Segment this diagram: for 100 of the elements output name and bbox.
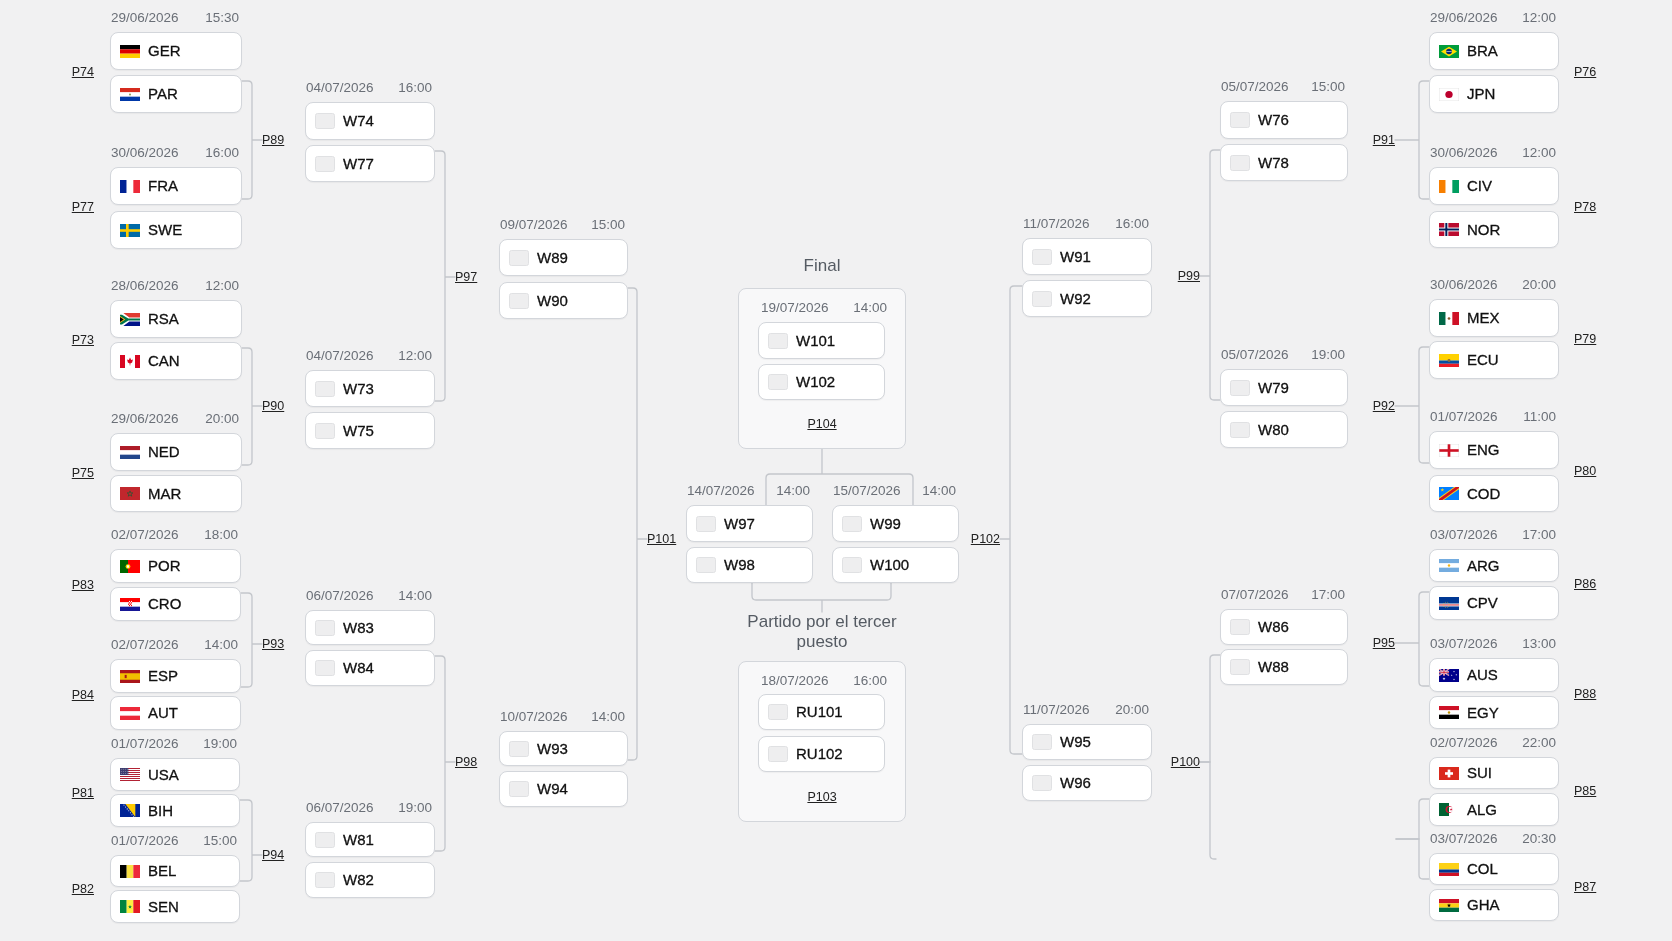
match-time: 19:00 — [1311, 347, 1345, 363]
round-heading: Partido por el tercer puesto — [746, 612, 898, 652]
match-time: 16:00 — [1115, 216, 1149, 232]
match-time: 12:00 — [1522, 145, 1556, 161]
match-date: 02/07/2026 — [111, 527, 179, 543]
match-date: 05/07/2026 — [1221, 79, 1289, 95]
match-time: 14:00 — [853, 300, 887, 316]
slot-label: W95 — [1060, 733, 1091, 751]
team-slot — [1429, 75, 1559, 113]
team-slot — [1022, 280, 1152, 317]
match-date: 03/07/2026 — [1430, 636, 1498, 652]
match-time: 14:00 — [776, 483, 810, 499]
match-time: 15:30 — [205, 10, 239, 26]
bracket-line — [765, 448, 914, 506]
team-slot — [1429, 793, 1559, 826]
team-code: NED — [148, 443, 180, 461]
team-code: USA — [148, 765, 179, 784]
match-date: 11/07/2026 — [1023, 702, 1090, 718]
team-code: RSA — [148, 310, 179, 328]
slot-label: RU102 — [796, 745, 843, 763]
team-slot — [305, 610, 435, 645]
team-slot — [686, 505, 813, 542]
match-link: P93 — [262, 636, 285, 652]
match-date: 30/06/2026 — [1430, 277, 1498, 293]
match-date: 01/07/2026 — [1430, 409, 1498, 425]
match-time: 13:00 — [1522, 636, 1556, 652]
bracket-line — [1394, 80, 1430, 200]
team-slot — [758, 364, 885, 400]
slot-label: W73 — [343, 379, 374, 398]
match-link: P87 — [1574, 880, 1597, 895]
match-link: P103 — [807, 790, 837, 805]
match-time: 14:00 — [591, 709, 625, 725]
team-slot — [1429, 586, 1559, 620]
team-slot — [110, 75, 242, 113]
team-slot — [1429, 475, 1559, 512]
match-link: P102 — [970, 531, 1000, 547]
team-code: ECU — [1467, 351, 1499, 369]
match-time: 20:00 — [205, 411, 239, 427]
match-link: P91 — [1372, 132, 1395, 148]
match-date: 28/06/2026 — [111, 278, 179, 294]
team-slot — [305, 862, 435, 898]
team-slot — [1220, 369, 1348, 406]
slot-label: W102 — [796, 373, 836, 391]
team-slot — [499, 282, 628, 319]
match-date: 03/07/2026 — [1430, 831, 1498, 847]
team-code: COD — [1467, 484, 1501, 503]
team-slot — [110, 794, 240, 827]
team-slot — [110, 475, 242, 512]
match-time: 22:00 — [1522, 735, 1556, 751]
slot-label: W77 — [343, 154, 374, 173]
slot-label: W83 — [343, 618, 374, 637]
team-code: CPV — [1467, 594, 1498, 612]
match-time: 16:00 — [398, 80, 432, 96]
match-time: 17:00 — [1311, 587, 1345, 603]
match-time: 12:00 — [398, 348, 432, 364]
team-code: SUI — [1467, 764, 1492, 782]
match-time: 20:30 — [1522, 831, 1556, 847]
team-code: AUS — [1467, 666, 1498, 684]
bracket-line — [1394, 591, 1430, 687]
team-slot — [305, 102, 435, 140]
match-link: P86 — [1574, 577, 1597, 592]
match-time: 20:00 — [1522, 277, 1556, 293]
match-link: P88 — [1574, 687, 1597, 702]
match-date: 05/07/2026 — [1221, 347, 1289, 363]
team-code: BRA — [1467, 42, 1498, 60]
team-slot — [1022, 724, 1152, 760]
team-slot — [110, 167, 242, 205]
team-slot — [110, 300, 242, 338]
match-date: 19/07/2026 — [761, 300, 829, 316]
team-slot — [1022, 765, 1152, 801]
team-slot — [1429, 853, 1559, 885]
match-time: 14:00 — [398, 588, 432, 604]
match-date: 06/07/2026 — [306, 588, 374, 604]
match-date: 18/07/2026 — [761, 673, 829, 689]
team-slot — [758, 736, 885, 772]
team-slot — [1429, 211, 1559, 248]
slot-label: W81 — [343, 830, 374, 849]
bracket-line — [239, 799, 263, 882]
team-slot — [110, 696, 241, 730]
match-link: P82 — [71, 882, 94, 897]
match-date: 10/07/2026 — [500, 709, 568, 725]
bracket-line — [1199, 761, 1217, 860]
team-slot — [1220, 411, 1348, 448]
round-heading: Final — [803, 256, 841, 276]
team-slot — [758, 322, 885, 359]
team-slot — [305, 650, 435, 686]
team-code: ESP — [148, 667, 178, 685]
team-code: MEX — [1467, 309, 1500, 327]
team-slot — [110, 549, 241, 583]
team-code: NOR — [1467, 220, 1501, 239]
team-slot — [1429, 32, 1559, 70]
slot-label: W89 — [537, 248, 568, 267]
team-slot — [1429, 549, 1559, 582]
slot-label: W92 — [1060, 289, 1091, 308]
team-code: BIH — [148, 801, 173, 820]
match-link: P75 — [71, 466, 94, 481]
team-code: MAR — [148, 484, 182, 503]
match-time: 16:00 — [853, 673, 887, 689]
team-slot — [499, 239, 628, 276]
bracket-line — [434, 150, 456, 402]
